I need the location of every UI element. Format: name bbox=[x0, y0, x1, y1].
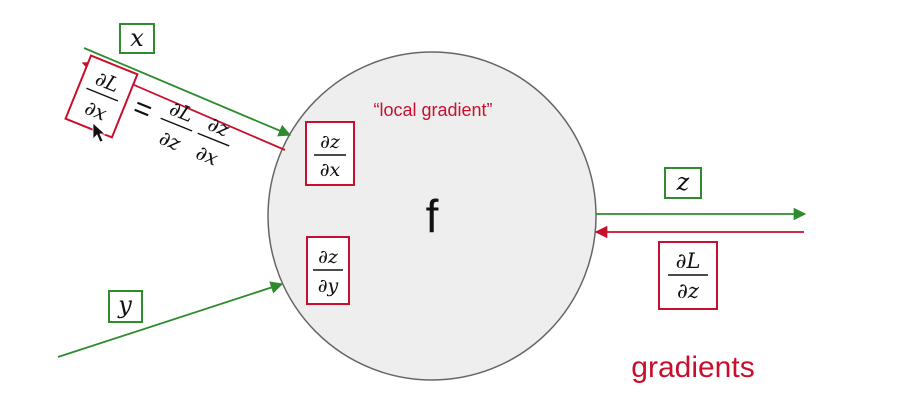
local-gradient-dz-dx: ∂z ∂x bbox=[305, 121, 355, 186]
input-y-label: y bbox=[108, 290, 143, 323]
local-gradient-caption: “local gradient” bbox=[373, 100, 492, 120]
mouse-cursor-icon bbox=[92, 122, 107, 143]
input-x-text: x bbox=[130, 24, 144, 52]
input-y-text: y bbox=[117, 291, 132, 319]
chain-rule-expression: ∂L ∂x = ∂L ∂z ∂z ∂x bbox=[64, 54, 233, 171]
chain-rule-factor2-bar bbox=[197, 132, 230, 147]
output-z-text: z bbox=[676, 168, 690, 196]
dz-dx-denominator: ∂x bbox=[320, 159, 341, 181]
chain-rule-factor1-denominator: ∂z bbox=[156, 125, 185, 155]
dz-dx-numerator: ∂z bbox=[320, 131, 341, 153]
gradients-label: gradients bbox=[631, 351, 754, 384]
x-forward-arrow bbox=[83, 47, 292, 137]
chain-rule-factor2-denominator: ∂x bbox=[193, 140, 222, 170]
dl-dz-numerator: ∂L bbox=[676, 249, 701, 273]
output-z-label: z bbox=[664, 167, 702, 199]
dz-dy-denominator: ∂y bbox=[318, 275, 339, 297]
dz-dy-numerator: ∂z bbox=[318, 246, 339, 268]
chain-rule-factor1-bar bbox=[160, 117, 193, 132]
chain-rule-lhs-box bbox=[64, 54, 139, 139]
y-forward-arrow bbox=[57, 281, 284, 358]
upstream-gradient-dl-dz: ∂L ∂z bbox=[658, 241, 718, 310]
chain-rule-equals: = bbox=[128, 91, 157, 128]
node-label: f bbox=[426, 190, 439, 242]
local-gradient-dz-dy: ∂z ∂y bbox=[306, 236, 350, 305]
input-x-label: x bbox=[119, 23, 155, 54]
dl-dz-denominator: ∂z bbox=[677, 279, 700, 303]
chain-rule-lhs-bar bbox=[86, 87, 119, 102]
